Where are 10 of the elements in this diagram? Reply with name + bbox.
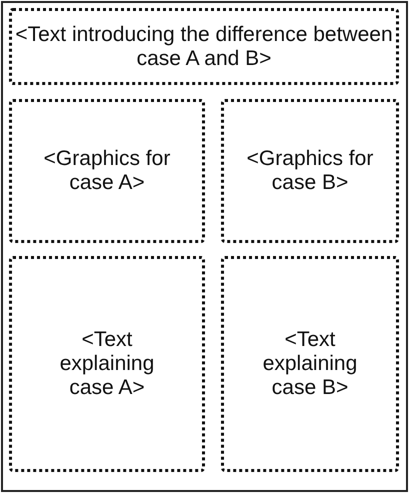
- box-text: <Text explaining case A>: [58, 328, 156, 400]
- box-text: <Graphics for case B>: [246, 147, 374, 195]
- graphics-box: [221, 99, 399, 243]
- box-text: <Text explaining case B>: [262, 328, 358, 400]
- graphics-box: [9, 99, 205, 243]
- box-text: <Graphics for case A>: [42, 147, 172, 195]
- box-text: <Text introducing the difference between case A and B>: [14, 22, 394, 70]
- text-box: [9, 256, 205, 472]
- text-box: [9, 8, 399, 85]
- text-box: [221, 256, 399, 472]
